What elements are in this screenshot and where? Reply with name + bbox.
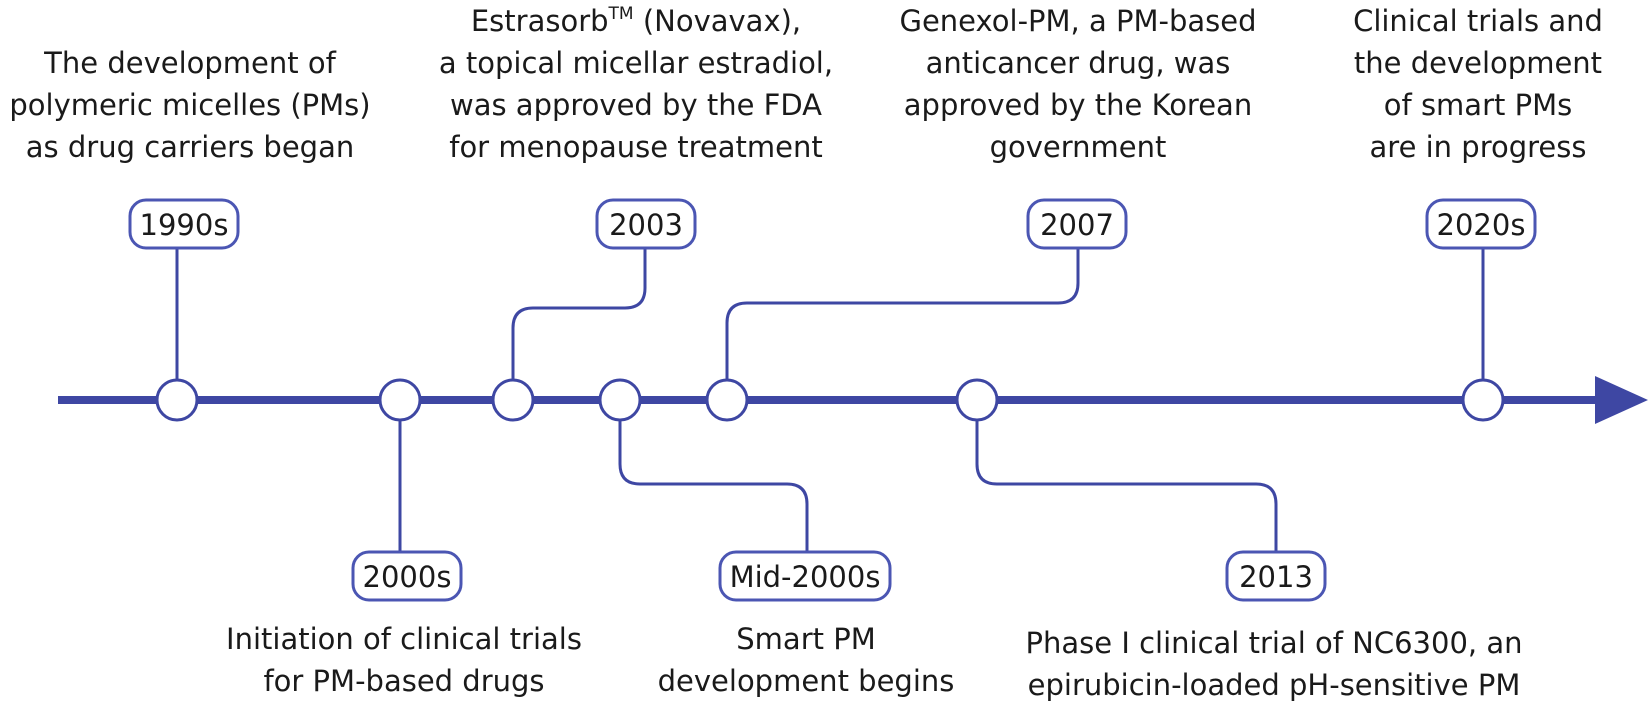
description-line: for PM-based drugs [263, 664, 545, 698]
year-label-1990s: 1990s [140, 208, 229, 242]
description-line: epirubicin-loaded pH-sensitive PM [1027, 668, 1521, 702]
description-line: a topical micellar estradiol, [438, 46, 834, 80]
description-line: anticancer drug, was [925, 46, 1231, 80]
year-label-2013: 2013 [1239, 560, 1313, 594]
marker-mid-2000s [598, 378, 642, 422]
marker-2007 [705, 378, 749, 422]
year-box-2003: 2003 [595, 198, 697, 250]
description-line: Phase I clinical trial of NC6300, an [1025, 626, 1523, 660]
trademark-mark: TM [608, 4, 634, 24]
description-line: of smart PMs [1383, 88, 1573, 122]
description-line: approved by the Korean [903, 88, 1253, 122]
description-line-rest: (Novavax), [642, 4, 802, 38]
marker-2013 [955, 378, 999, 422]
event-description-2003: EstrasorbTM (Novavax), a topical micella… [439, 0, 833, 168]
year-box-2000s: 2000s [351, 550, 463, 602]
description-line: are in progress [1369, 130, 1587, 164]
year-label-2020s: 2020s [1437, 208, 1526, 242]
year-box-1990s: 1990s [128, 198, 240, 250]
marker-2000s [378, 378, 422, 422]
description-line: Genexol-PM, a PM-based [899, 4, 1257, 38]
year-label-2003: 2003 [609, 208, 683, 242]
marker-1990s [155, 378, 199, 422]
description-line: Smart PM [736, 622, 876, 656]
description-line: as drug carriers began [25, 130, 355, 164]
description-line: the development [1353, 46, 1603, 80]
product-name-estrasorb: Estrasorb [470, 4, 609, 38]
year-box-2007: 2007 [1026, 198, 1128, 250]
event-description-2007: Genexol-PM, a PM-based anticancer drug, … [899, 0, 1256, 168]
marker-2003 [491, 378, 535, 422]
description-line: The development of [44, 46, 336, 80]
year-label-mid-2000s: Mid-2000s [730, 560, 881, 594]
description-line: for menopause treatment [449, 130, 823, 164]
year-box-mid-2000s: Mid-2000s [718, 550, 892, 602]
timeline-arrowhead [1595, 376, 1648, 424]
event-description-mid-2000s: Smart PM development begins [658, 618, 955, 702]
year-box-2020s: 2020s [1425, 198, 1537, 250]
event-description-2020s: Clinical trials and the development of s… [1353, 0, 1603, 168]
event-description-2013: Phase I clinical trial of NC6300, an epi… [1026, 622, 1523, 706]
description-line: polymeric micelles (PMs) [9, 88, 371, 122]
description-line: development begins [657, 664, 955, 698]
year-label-2000s: 2000s [363, 560, 452, 594]
description-line: was approved by the FDA [449, 88, 822, 122]
connector-2013 [975, 420, 1278, 556]
marker-2020s [1461, 378, 1505, 422]
connector-2007 [725, 244, 1080, 380]
description-line: Clinical trials and [1353, 4, 1603, 38]
year-box-2013: 2013 [1225, 550, 1327, 602]
event-description-2000s: Initiation of clinical trials for PM-bas… [226, 618, 582, 702]
event-description-1990s: The development of polymeric micelles (P… [9, 42, 370, 168]
description-line: EstrasorbTM (Novavax), [439, 0, 833, 42]
connector-2003 [511, 244, 647, 380]
description-line: government [989, 130, 1167, 164]
year-label-2007: 2007 [1040, 208, 1114, 242]
connector-mid-2000s [618, 420, 809, 556]
description-line: Initiation of clinical trials [226, 622, 582, 656]
